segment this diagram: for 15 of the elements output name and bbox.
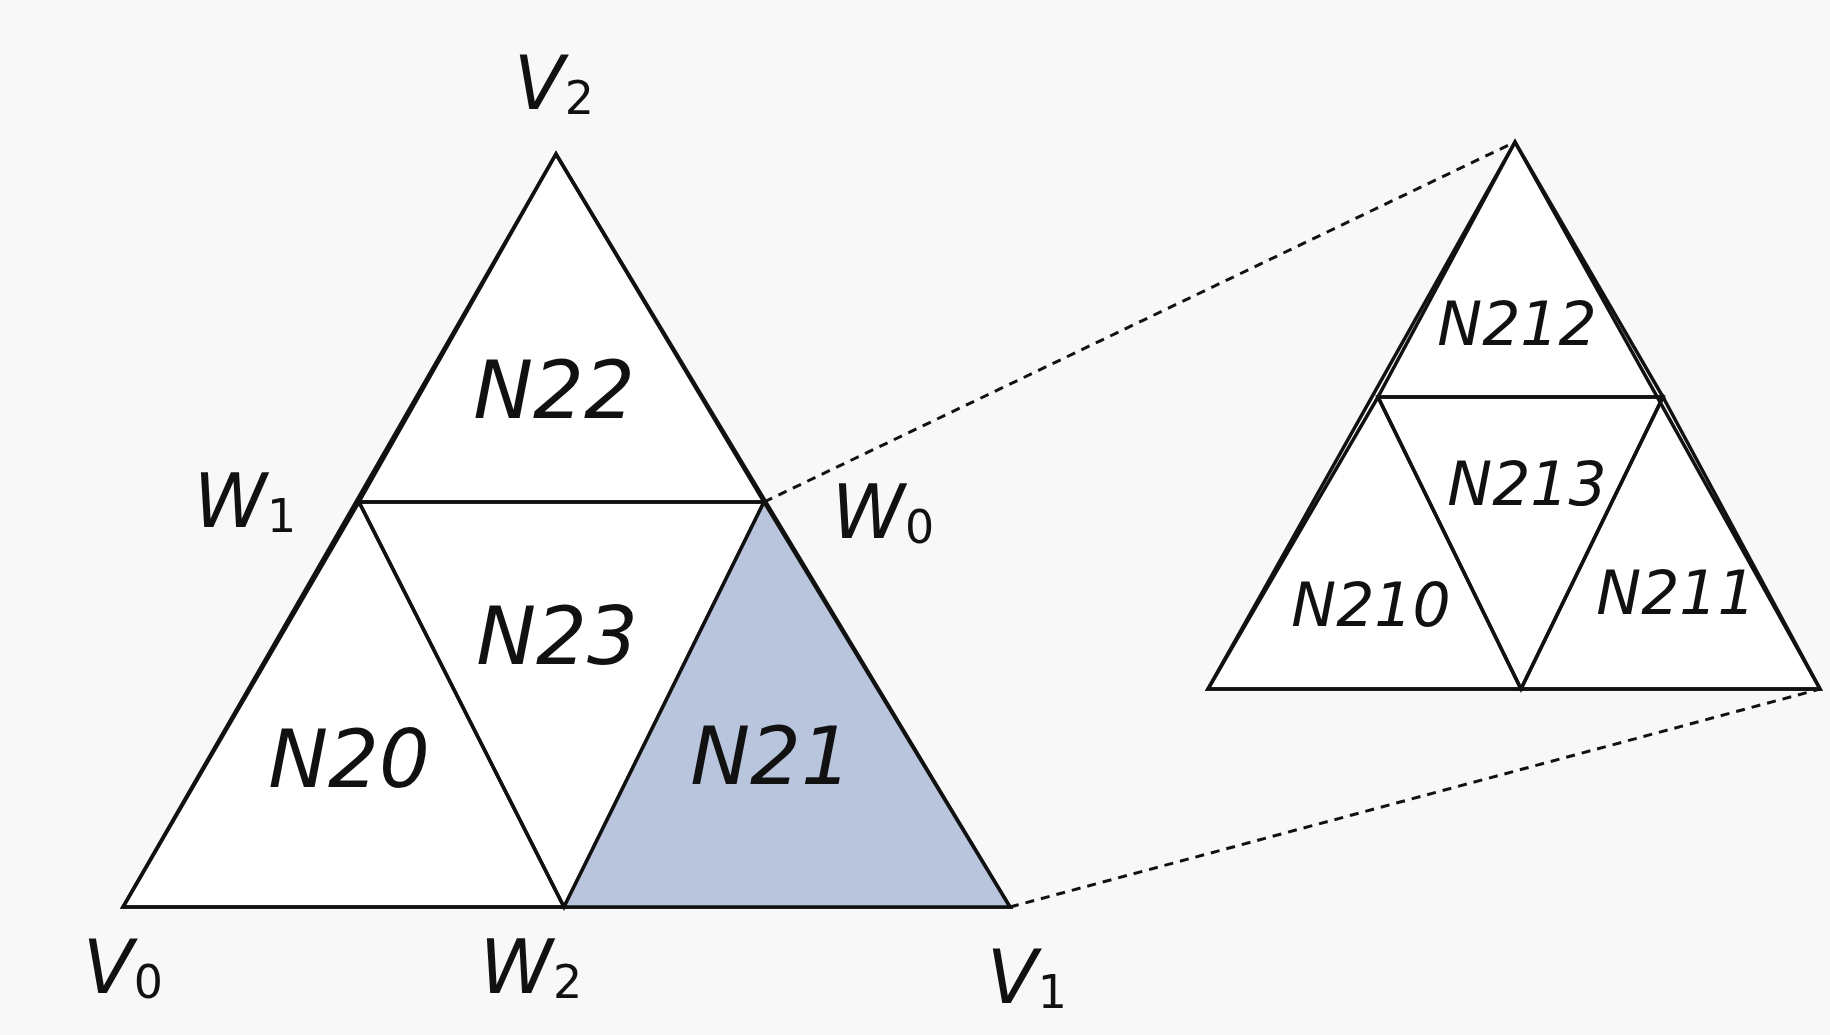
region-label: N212 <box>1437 294 1597 354</box>
vertex-label: V$_{1}$ <box>987 940 1067 1016</box>
vertex-label: W$_{1}$ <box>193 464 297 540</box>
vertex-label: W$_{0}$ <box>831 475 935 551</box>
region-label: N23 <box>476 597 638 677</box>
region-label: N211 <box>1596 563 1756 623</box>
dashed-connector <box>1009 687 1821 909</box>
region-label: N213 <box>1447 454 1607 514</box>
region-label: N210 <box>1291 575 1451 635</box>
vertex-label: V$_{0}$ <box>83 930 163 1006</box>
region-label: N21 <box>690 717 852 797</box>
region-label: N22 <box>473 351 635 431</box>
vertex-label: V$_{2}$ <box>514 46 594 122</box>
region-label: N20 <box>268 720 430 800</box>
vertex-label: W$_{2}$ <box>479 930 583 1006</box>
